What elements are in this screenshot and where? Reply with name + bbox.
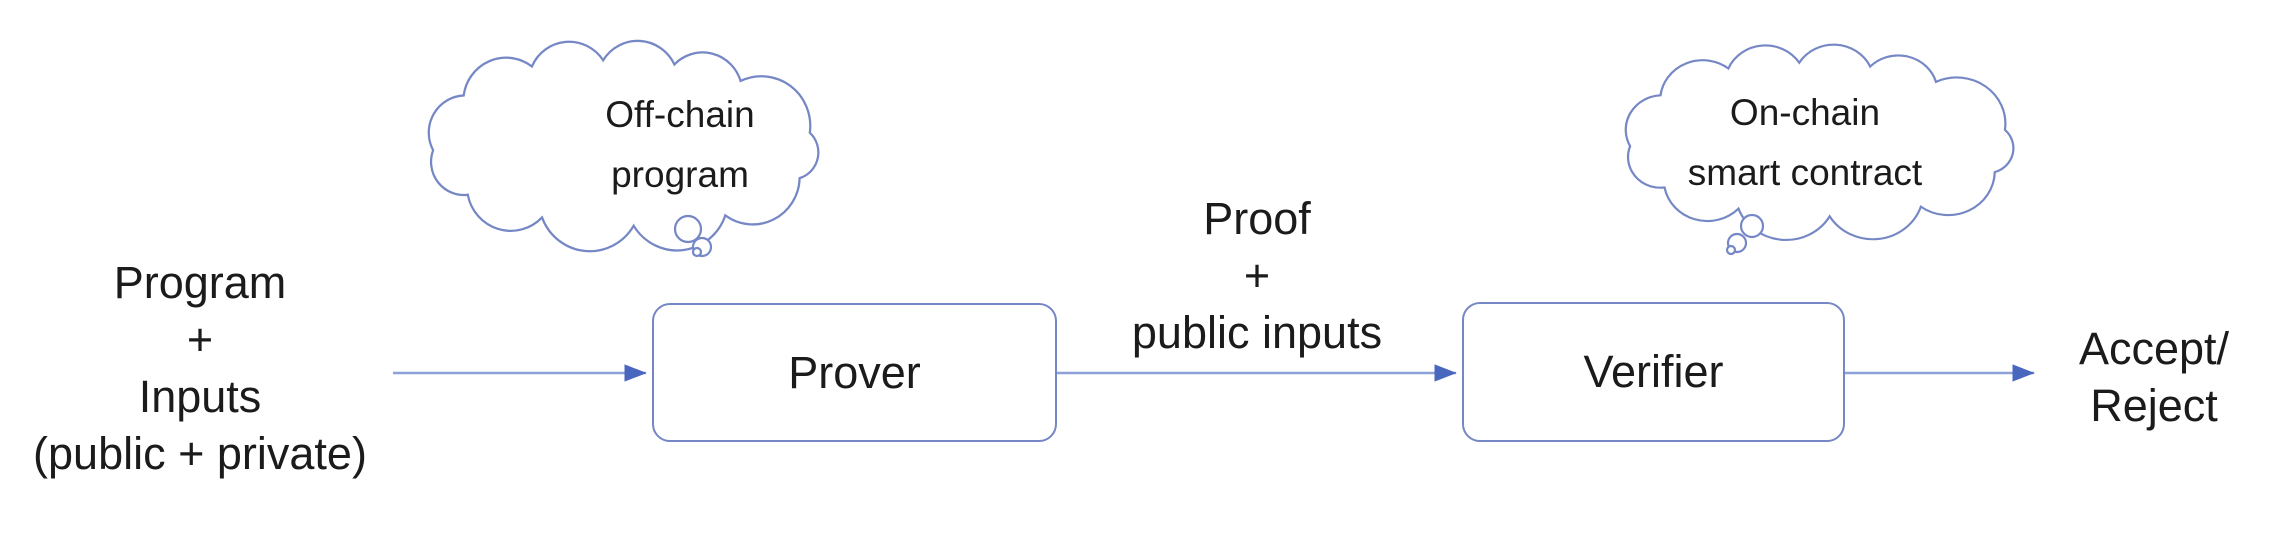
prover-cloud-label: Off-chain program (480, 85, 880, 205)
prover-cloud-line: program (611, 154, 749, 195)
prover-label: Prover (788, 346, 921, 398)
proof-label: Proof + public inputs (1057, 190, 1457, 361)
input-label-line: (public + private) (33, 428, 367, 479)
verifier-cloud-label: On-chain smart contract (1605, 83, 2005, 203)
proof-label-line: public inputs (1131, 307, 1383, 358)
input-label-line: + (186, 314, 214, 365)
input-label-line: Program (113, 257, 287, 308)
prover-box: Prover (652, 303, 1057, 442)
verifier-box: Verifier (1462, 302, 1845, 442)
thought-cloud-prover-icon (427, 39, 820, 258)
verifier-label: Verifier (1583, 346, 1724, 397)
input-label-line: Inputs (138, 371, 262, 422)
output-label-line: Reject (2090, 380, 2218, 431)
output-label: Accept/ Reject (2030, 320, 2278, 434)
verifier-cloud-line: On-chain (1729, 92, 1881, 133)
prover-cloud-line: Off-chain (605, 94, 755, 135)
proof-label-line: Proof (1203, 193, 1311, 244)
output-label-line: Accept/ (2078, 323, 2230, 374)
thought-cloud-verifier-icon (1624, 43, 2015, 256)
verifier-cloud-line: smart contract (1687, 152, 1923, 193)
proof-label-line: + (1243, 250, 1271, 301)
input-label: Program + Inputs (public + private) (0, 254, 400, 482)
